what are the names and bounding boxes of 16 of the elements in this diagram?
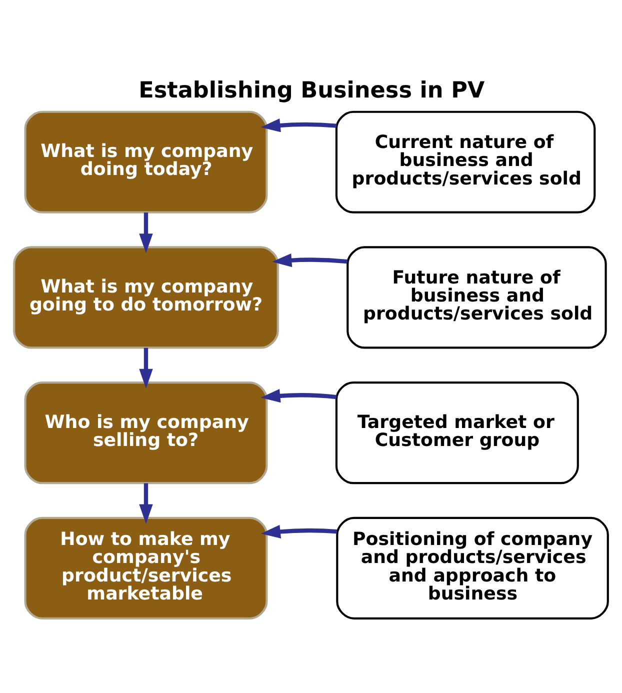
arrow bbox=[260, 118, 337, 132]
arrow bbox=[260, 388, 337, 402]
arrow bbox=[260, 524, 338, 538]
arrow bbox=[139, 482, 153, 524]
node-box: What is my company doing today? bbox=[24, 110, 268, 213]
arrow bbox=[272, 252, 348, 267]
node-box: Targeted market or Customer group bbox=[335, 381, 579, 484]
arrow bbox=[139, 347, 153, 388]
node-box: Future nature of business and products/services sold bbox=[346, 246, 607, 348]
node-box: Positioning of company and products/services and approach to business bbox=[336, 516, 609, 619]
arrow bbox=[139, 212, 153, 253]
node-box: How to make my company's product/services marketable bbox=[24, 516, 268, 619]
node-box: Current nature of business and products/services sold bbox=[335, 110, 596, 213]
node-box: What is my company going to do tomorrow? bbox=[13, 246, 279, 348]
diagram-title: Establishing Business in PV bbox=[138, 77, 485, 104]
node-box: Who is my company selling to? bbox=[24, 381, 268, 484]
